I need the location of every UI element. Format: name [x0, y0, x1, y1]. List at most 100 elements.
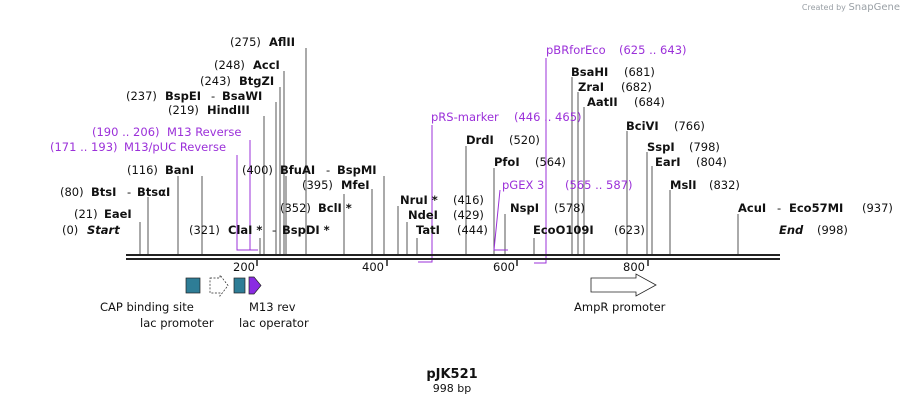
site-pos: (832)	[709, 178, 740, 192]
site-name-acci: AccI	[253, 58, 280, 72]
site-pos: (681)	[624, 65, 655, 79]
feature-label-lac-operator: lac operator	[239, 316, 309, 330]
site-name-aflii: AflII	[269, 35, 295, 49]
site-name-eco57mi: Eco57MI	[789, 201, 843, 215]
primer-name-pgex-3: pGEX 3'	[502, 178, 548, 192]
site-name-dash: -	[777, 201, 781, 215]
site-pos: (243)	[200, 74, 231, 88]
site-pos: (248)	[214, 58, 245, 72]
feature-label-m13-rev: M13 rev	[249, 300, 296, 314]
site-name-start: Start	[87, 223, 120, 237]
site-pos: (998)	[817, 223, 848, 237]
snapgene-logo: SnapGene	[848, 2, 900, 13]
features: CAP binding site lac promoter lac operat…	[100, 273, 666, 330]
site-name-drdi: DrdI	[466, 133, 494, 147]
site-pos: (219)	[168, 103, 199, 117]
primer-name-m13-puc-reverse: M13/pUC Reverse	[124, 140, 226, 154]
site-pos: (804)	[696, 155, 727, 169]
lac-promoter-arrow	[209, 273, 229, 298]
cap-binding-site-box	[185, 277, 201, 294]
site-pos: (352)	[280, 201, 311, 215]
site-name-tati: TatI	[416, 223, 440, 237]
scale-ticks: 200 400 600 800	[233, 259, 649, 274]
site-pos: (937)	[862, 201, 893, 215]
primer-pos: (625 .. 643)	[619, 43, 687, 57]
primer-name-prs-marker: pRS-marker	[431, 110, 499, 124]
site-name-bani: BanI	[165, 163, 194, 177]
site-pos: (520)	[509, 133, 540, 147]
site-pos: (395)	[302, 178, 333, 192]
site-name-dash: -	[211, 89, 215, 103]
primer-pos: (565 .. 587)	[565, 178, 633, 192]
site-name-bcli: BclI *	[318, 201, 352, 215]
site-pos: (578)	[554, 201, 585, 215]
site-name-mslii: MslI	[670, 178, 697, 192]
tick-label-600: 600	[493, 260, 515, 274]
snapgene-credit: Created by SnapGene	[802, 2, 900, 13]
primer-pos: (190 .. 206)	[92, 125, 160, 139]
feature-label-lac-promoter: lac promoter	[140, 316, 214, 330]
site-name-clai: ClaI *	[228, 223, 262, 237]
site-name-btsai: BtsαI	[137, 185, 170, 199]
site-name-btgzi: BtgZI	[239, 74, 274, 88]
feature-label-ampr-promoter: AmpR promoter	[574, 300, 666, 314]
site-pos: (416)	[453, 193, 484, 207]
site-name-bspmi: BspMI	[337, 163, 377, 177]
primer-pos: (171 .. 193)	[50, 140, 118, 154]
site-name-bspei: BspEI	[165, 89, 201, 103]
site-name-nspi: NspI	[510, 201, 539, 215]
site-labels: (0) Start (21) EaeI (80) BtsI - BtsαI (1…	[50, 35, 893, 237]
site-name-ecoo109i: EcoO109I	[533, 223, 594, 237]
site-pos: (21)	[74, 207, 98, 221]
site-name-ndei: NdeI	[408, 208, 438, 222]
site-name-hindiii: HindIII	[207, 103, 250, 117]
site-name-dash: -	[127, 185, 131, 199]
site-pos: (682)	[621, 80, 652, 94]
lac-operator-box	[233, 277, 246, 294]
site-pos: (0)	[62, 223, 78, 237]
site-leaders	[139, 48, 739, 255]
site-name-btsi: BtsI	[91, 185, 116, 199]
site-name-pfoi: PfoI	[494, 155, 520, 169]
site-name-bsahi: BsaHI	[571, 65, 608, 79]
site-pos: (275)	[230, 35, 261, 49]
site-pos: (684)	[634, 95, 665, 109]
site-name-dash: -	[326, 163, 330, 177]
tick-label-200: 200	[233, 260, 255, 274]
credit-text: Created by	[801, 3, 846, 12]
site-pos: (564)	[535, 155, 566, 169]
site-pos: (80)	[60, 185, 84, 199]
feature-label-cap-binding-site: CAP binding site	[100, 300, 194, 314]
plasmid-name: pJK521	[426, 367, 477, 382]
primer-name-pbrforeco: pBRforEco	[546, 43, 606, 57]
site-pos: (429)	[453, 208, 484, 222]
site-pos: (321)	[189, 223, 220, 237]
site-pos: (237)	[126, 89, 157, 103]
site-name-bcivi: BciVI	[626, 119, 659, 133]
site-pos: (623)	[614, 223, 645, 237]
ampr-promoter-arrow	[590, 273, 657, 297]
site-name-bspdi: BspDI *	[282, 223, 330, 237]
site-pos: (798)	[689, 140, 720, 154]
primer-pos: (446 .. 465)	[514, 110, 582, 124]
site-name-bfuai: BfuAI	[280, 163, 315, 177]
site-name-mfei: MfeI	[341, 178, 370, 192]
site-name-eari: EarI	[655, 155, 681, 169]
site-name-acui: AcuI	[738, 201, 766, 215]
site-pos: (400)	[242, 163, 273, 177]
site-name-eaei: EaeI	[104, 207, 132, 221]
plasmid-length: 998 bp	[433, 382, 471, 395]
site-name-zrai: ZraI	[578, 80, 604, 94]
m13-rev-arrow	[248, 276, 262, 295]
site-name-sspi: SspI	[647, 140, 675, 154]
site-pos: (444)	[457, 223, 488, 237]
site-pos: (116)	[127, 163, 158, 177]
site-name-end: End	[779, 223, 804, 237]
primer-leaders	[236, 58, 547, 264]
site-name-nrui: NruI *	[400, 193, 438, 207]
site-pos: (766)	[674, 119, 705, 133]
site-name-aatii: AatII	[587, 95, 618, 109]
site-name-bsawi: BsaWI	[222, 89, 262, 103]
tick-label-800: 800	[623, 260, 645, 274]
